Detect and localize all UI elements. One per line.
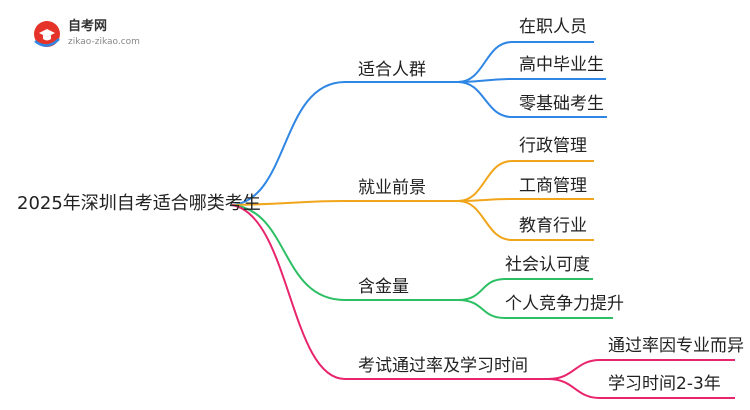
leaf-business-management: 工商管理 — [519, 176, 587, 196]
connector-b1-c1 — [457, 41, 594, 83]
logo-title: 自考网 — [68, 19, 108, 34]
branch-pass-rate-time: 考试通过率及学习时间 — [358, 356, 528, 376]
branch-value: 含金量 — [358, 277, 409, 297]
connector-b4-c2 — [547, 378, 735, 399]
logo-url: zikao-zikao.com — [68, 37, 140, 47]
connector-b4-c1 — [547, 359, 735, 380]
leaf-high-school-grads: 高中毕业生 — [519, 55, 604, 75]
site-logo: 自考网 zikao-zikao.com — [32, 19, 140, 49]
root-topic: 2025年深圳自考适合哪类考生 — [17, 193, 261, 214]
leaf-pass-rate: 通过率因专业而异 — [608, 336, 744, 356]
connector-root-branch-2 — [231, 200, 458, 206]
leaf-zero-foundation: 零基础考生 — [519, 94, 604, 114]
leaf-education: 教育行业 — [519, 216, 587, 236]
graduation-cap-icon — [34, 21, 60, 47]
connector-b3-c2 — [457, 299, 613, 319]
connector-b1-c2 — [457, 78, 606, 83]
leaf-admin-management: 行政管理 — [519, 136, 587, 156]
leaf-competitiveness: 个人竞争力提升 — [505, 294, 624, 314]
connector-b2-c2 — [457, 198, 594, 202]
connector-root-branch-3 — [231, 204, 458, 301]
branch-employment: 就业前景 — [358, 178, 426, 198]
leaf-study-time: 学习时间2-3年 — [608, 374, 721, 394]
connector-b2-c3 — [457, 200, 594, 241]
connector-root-branch-4 — [231, 204, 548, 380]
connector-b3-c1 — [457, 278, 593, 301]
connector-b2-c1 — [457, 160, 594, 202]
connector-b1-c3 — [457, 81, 607, 118]
branch-suitable-people: 适合人群 — [358, 60, 426, 80]
leaf-working-people: 在职人员 — [519, 17, 587, 37]
leaf-social-recognition: 社会认可度 — [505, 255, 590, 275]
connector-root-branch-1 — [231, 81, 458, 206]
